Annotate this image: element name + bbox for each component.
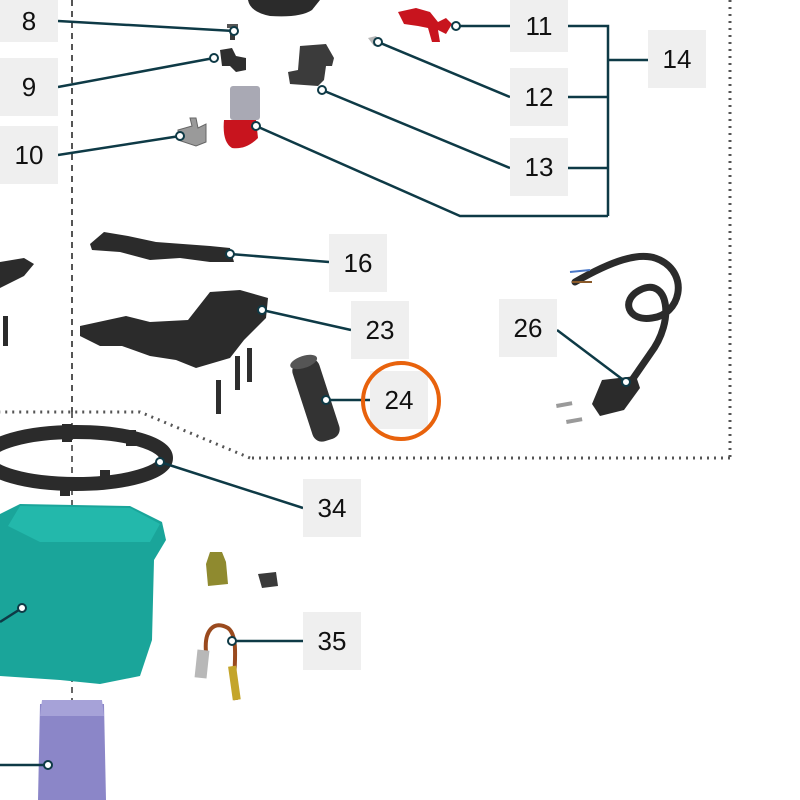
callout-9: 9 — [0, 58, 58, 116]
callout-8: 8 — [0, 0, 58, 42]
callout-16: 16 — [329, 234, 387, 292]
part-26-power-cord — [556, 253, 682, 424]
part-35-cable — [194, 623, 241, 701]
housing-teal-top — [8, 506, 160, 542]
part-top-handle — [248, 0, 320, 17]
part-24-tube — [290, 354, 340, 442]
part-23-handle-base — [80, 290, 268, 368]
part-olive-clip — [206, 552, 228, 586]
callout-23: 23 — [351, 301, 409, 359]
part-left-cropped — [0, 258, 34, 288]
motor-purple — [38, 704, 106, 800]
callout-35: 35 — [303, 612, 361, 670]
part-switch-unit — [223, 86, 260, 149]
housing-teal — [0, 504, 166, 684]
callout-13: 13 — [510, 138, 568, 196]
callout-12: 12 — [510, 68, 568, 126]
part-16-handle-cover — [90, 232, 234, 262]
part-left-screw — [3, 316, 8, 346]
part-13-bracket — [288, 44, 334, 86]
part-11-trigger — [398, 8, 452, 42]
part-34-ring — [0, 424, 173, 496]
part-screws — [216, 348, 252, 414]
callout-14: 14 — [648, 30, 706, 88]
callout-26: 26 — [499, 299, 557, 357]
callout-10: 10 — [0, 126, 58, 184]
part-10-bracket — [177, 117, 207, 147]
leader-lines — [0, 19, 648, 767]
callout-11: 11 — [510, 0, 568, 52]
motor-purple-top — [40, 700, 104, 716]
callout-34: 34 — [303, 479, 361, 537]
dotted-boundary — [0, 0, 732, 460]
leader-endpoints — [17, 21, 631, 770]
highlight-circle-24 — [361, 361, 441, 441]
part-small-dark-clip — [258, 572, 278, 588]
part-9-clip — [220, 48, 246, 72]
